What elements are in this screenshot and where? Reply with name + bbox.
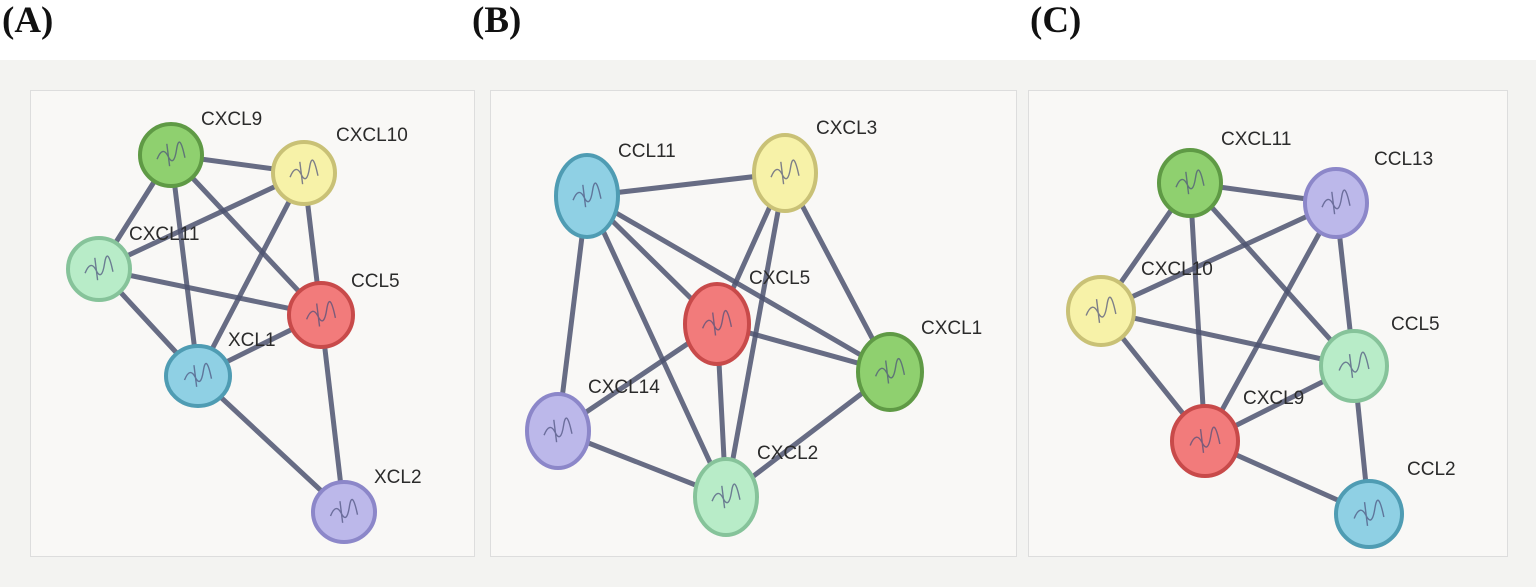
node-label-cxcl3: CXCL3 — [816, 118, 877, 139]
node-xcl2[interactable]: XCL2 — [311, 467, 422, 544]
protein-structure-icon — [1085, 296, 1117, 323]
node-circle-cxcl9 — [138, 122, 204, 188]
node-cxcl2[interactable]: CXCL2 — [693, 443, 818, 537]
panel-a-letter: (A) — [2, 0, 54, 41]
panel-b-letter: (B) — [472, 0, 522, 41]
edge-cxcl10-cxcl11 — [96, 170, 307, 272]
node-cxcl9[interactable]: CXCL9 — [1170, 388, 1304, 478]
node-cxcl3[interactable]: CXCL3 — [752, 118, 877, 213]
node-circle-cxcl10 — [271, 140, 337, 206]
node-cxcl5[interactable]: CXCL5 — [683, 268, 810, 366]
node-circle-ccl2 — [1334, 479, 1404, 549]
node-label-ccl13: CCL13 — [1374, 149, 1433, 170]
node-ccl11[interactable]: CCL11 — [554, 141, 676, 239]
protein-structure-icon — [84, 255, 114, 281]
node-label-cxcl9: CXCL9 — [201, 109, 262, 130]
edge-cxcl9-ccl5 — [168, 152, 324, 318]
edge-ccl11-cxcl1 — [584, 193, 893, 375]
edge-cxcl10-xcl1 — [195, 170, 307, 379]
node-label-cxcl2: CXCL2 — [757, 443, 818, 464]
protein-structure-icon — [711, 483, 741, 509]
node-label-ccl11: CCL11 — [618, 141, 676, 162]
protein-structure-icon — [289, 159, 319, 185]
edge-ccl11-cxcl2 — [584, 193, 729, 500]
node-circle-cxcl5 — [683, 282, 751, 366]
node-ccl13[interactable]: CCL13 — [1303, 149, 1433, 239]
protein-structure-icon — [701, 309, 733, 336]
protein-structure-icon — [770, 159, 800, 185]
edge-ccl13-cxcl9 — [1202, 200, 1339, 444]
node-xcl1[interactable]: XCL1 — [164, 330, 276, 408]
node-circle-cxcl11 — [1157, 148, 1223, 218]
node-cxcl9[interactable]: CXCL9 — [138, 109, 262, 188]
node-label-ccl5: CCL5 — [1391, 314, 1440, 335]
node-cxcl11[interactable]: CXCL11 — [66, 224, 199, 302]
protein-structure-icon — [1353, 499, 1385, 526]
protein-structure-icon — [329, 498, 359, 523]
node-circle-xcl1 — [164, 344, 232, 408]
node-circle-xcl2 — [311, 480, 377, 544]
node-circle-ccl11 — [554, 153, 620, 239]
protein-structure-icon — [1189, 426, 1221, 453]
node-label-xcl1: XCL1 — [228, 330, 276, 351]
edge-ccl13-cxcl10 — [1098, 200, 1339, 314]
node-label-cxcl9: CXCL9 — [1243, 388, 1304, 409]
node-circle-ccl5 — [1319, 329, 1389, 403]
node-label-ccl5: CCL5 — [351, 271, 400, 292]
edge-cxcl10-ccl5 — [1098, 308, 1357, 369]
node-circle-cxcl9 — [1170, 404, 1240, 478]
node-circle-cxcl1 — [856, 332, 924, 412]
edge-xcl1-xcl2 — [195, 373, 347, 515]
node-label-xcl2: XCL2 — [374, 467, 422, 488]
node-ccl2[interactable]: CCL2 — [1334, 459, 1456, 549]
node-circle-cxcl3 — [752, 133, 818, 213]
edge-cxcl11-ccl5 — [1187, 180, 1357, 369]
protein-structure-icon — [156, 141, 186, 167]
node-label-cxcl14: CXCL14 — [588, 377, 660, 398]
edge-cxcl9-xcl1 — [168, 152, 201, 379]
node-label-cxcl10: CXCL10 — [1141, 259, 1213, 280]
node-label-ccl2: CCL2 — [1407, 459, 1456, 480]
node-cxcl11[interactable]: CXCL11 — [1157, 129, 1291, 218]
node-cxcl1[interactable]: CXCL1 — [856, 318, 982, 412]
node-circle-cxcl10 — [1066, 275, 1136, 347]
protein-structure-icon — [874, 357, 906, 384]
protein-structure-icon — [572, 182, 602, 208]
node-cxcl10[interactable]: CXCL10 — [1066, 259, 1213, 347]
edge-cxcl11-cxcl9 — [1187, 180, 1208, 444]
node-label-cxcl1: CXCL1 — [921, 318, 982, 339]
node-circle-cxcl2 — [693, 457, 759, 537]
panel-c-letter: (C) — [1030, 0, 1082, 41]
edge-ccl11-cxcl3 — [584, 170, 788, 199]
node-label-cxcl10: CXCL10 — [336, 125, 408, 146]
node-ccl5[interactable]: CCL5 — [1319, 314, 1440, 403]
node-circle-ccl5 — [287, 281, 355, 349]
edge-cxcl11-ccl5 — [96, 266, 324, 318]
node-cxcl10[interactable]: CXCL10 — [271, 125, 408, 206]
protein-structure-icon — [1175, 169, 1205, 195]
protein-structure-icon — [1321, 189, 1351, 215]
node-circle-cxcl11 — [66, 236, 132, 302]
protein-structure-icon — [305, 300, 337, 327]
node-circle-ccl13 — [1303, 167, 1369, 239]
protein-structure-icon — [183, 362, 213, 387]
node-label-cxcl5: CXCL5 — [749, 268, 810, 289]
node-cxcl14[interactable]: CXCL14 — [525, 377, 660, 470]
protein-structure-icon — [1338, 351, 1370, 378]
node-ccl5[interactable]: CCL5 — [287, 271, 400, 349]
node-label-cxcl11: CXCL11 — [1221, 129, 1291, 150]
node-label-cxcl11: CXCL11 — [129, 224, 199, 245]
protein-structure-icon — [543, 417, 573, 443]
node-circle-cxcl14 — [525, 392, 591, 470]
